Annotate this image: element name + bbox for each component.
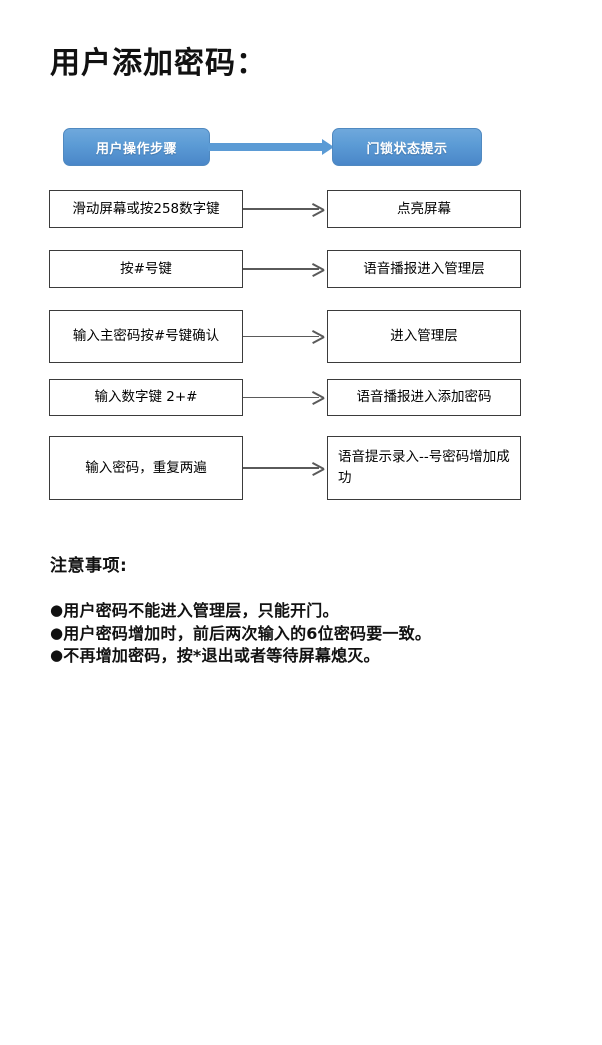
banner-left-label: 用户操作步骤 <box>95 141 177 157</box>
connector-shaft <box>243 467 319 469</box>
flow-step-label: 输入密码，重复两遍 <box>85 459 207 476</box>
right-arrow-icon <box>311 391 325 405</box>
right-arrow-icon <box>311 202 325 216</box>
note-item: ●用户密码不能进入管理层，只能开门。 <box>50 600 570 623</box>
flow-result-box: 进入管理层 <box>327 310 521 363</box>
note-item: ●用户密码增加时，前后两次输入的6位密码要一致。 <box>50 623 570 646</box>
right-arrow-icon <box>311 461 325 475</box>
banner-user-steps: 用户操作步骤 <box>63 128 210 166</box>
flow-result-label: 语音播报进入添加密码 <box>356 389 492 406</box>
right-arrow-icon <box>311 330 325 344</box>
notes-list: ●用户密码不能进入管理层，只能开门。●用户密码增加时，前后两次输入的6位密码要一… <box>50 600 570 668</box>
bullet-icon: ● <box>50 623 64 642</box>
right-arrow-icon <box>322 139 334 155</box>
flow-row: 输入密码，重复两遍 语音提示录入--号密码增加成功 <box>0 436 602 500</box>
note-item-label: 用户密码不能进入管理层，只能开门。 <box>63 601 339 620</box>
flow-step-box: 滑动屏幕或按258数字键 <box>49 190 243 228</box>
flow-step-label: 输入主密码按#号键确认 <box>72 328 220 345</box>
banner-right-label: 门锁状态提示 <box>366 141 448 157</box>
flow-connector <box>243 461 329 475</box>
flow-row: 按#号键 语音播报进入管理层 <box>0 250 602 288</box>
flow-result-box: 语音播报进入管理层 <box>327 250 521 288</box>
flow-step-label: 按#号键 <box>120 260 172 277</box>
flow-result-label: 语音提示录入--号密码增加成功 <box>338 449 510 486</box>
flow-connector <box>243 202 329 216</box>
flow-step-box: 输入主密码按#号键确认 <box>49 310 243 363</box>
notes-heading: 注意事项: <box>50 556 128 576</box>
flow-result-box: 语音播报进入添加密码 <box>327 379 521 416</box>
connector-shaft <box>243 208 319 210</box>
flow-result-box: 语音提示录入--号密码增加成功 <box>327 436 521 500</box>
connector-shaft <box>243 268 319 270</box>
note-item: ●不再增加密码，按*退出或者等待屏幕熄灭。 <box>50 645 570 668</box>
flow-connector <box>243 262 329 276</box>
flow-step-label: 输入数字键 2+# <box>94 389 198 406</box>
header-banner: 用户操作步骤 门锁状态提示 <box>0 128 602 170</box>
flow-step-box: 输入密码，重复两遍 <box>49 436 243 500</box>
flow-row: 滑动屏幕或按258数字键 点亮屏幕 <box>0 190 602 228</box>
note-item-label: 不再增加密码，按*退出或者等待屏幕熄灭。 <box>63 646 380 666</box>
page-title: 用户添加密码： <box>50 46 267 81</box>
flow-result-box: 点亮屏幕 <box>327 190 521 228</box>
banner-lock-status: 门锁状态提示 <box>332 128 482 166</box>
flow-row: 输入数字键 2+# 语音播报进入添加密码 <box>0 379 602 416</box>
flow-step-box: 按#号键 <box>49 250 243 288</box>
bullet-icon: ● <box>50 646 64 665</box>
flow-connector <box>243 330 329 344</box>
banner-arrow-shaft <box>208 143 326 151</box>
right-arrow-icon <box>311 262 325 276</box>
flow-connector <box>243 391 329 405</box>
flow-step-box: 输入数字键 2+# <box>49 379 243 416</box>
connector-shaft <box>243 335 319 338</box>
flow-result-label: 进入管理层 <box>390 328 458 345</box>
flow-result-label: 语音播报进入管理层 <box>363 260 485 277</box>
flow-step-label: 滑动屏幕或按258数字键 <box>72 200 220 217</box>
connector-shaft <box>243 396 319 399</box>
notes-section: 注意事项: ●用户密码不能进入管理层，只能开门。●用户密码增加时，前后两次输入的… <box>50 551 570 668</box>
flow-result-label: 点亮屏幕 <box>397 200 451 217</box>
flow-row: 输入主密码按#号键确认 进入管理层 <box>0 310 602 363</box>
note-item-label: 用户密码增加时，前后两次输入的6位密码要一致。 <box>63 623 432 643</box>
bullet-icon: ● <box>50 601 64 619</box>
